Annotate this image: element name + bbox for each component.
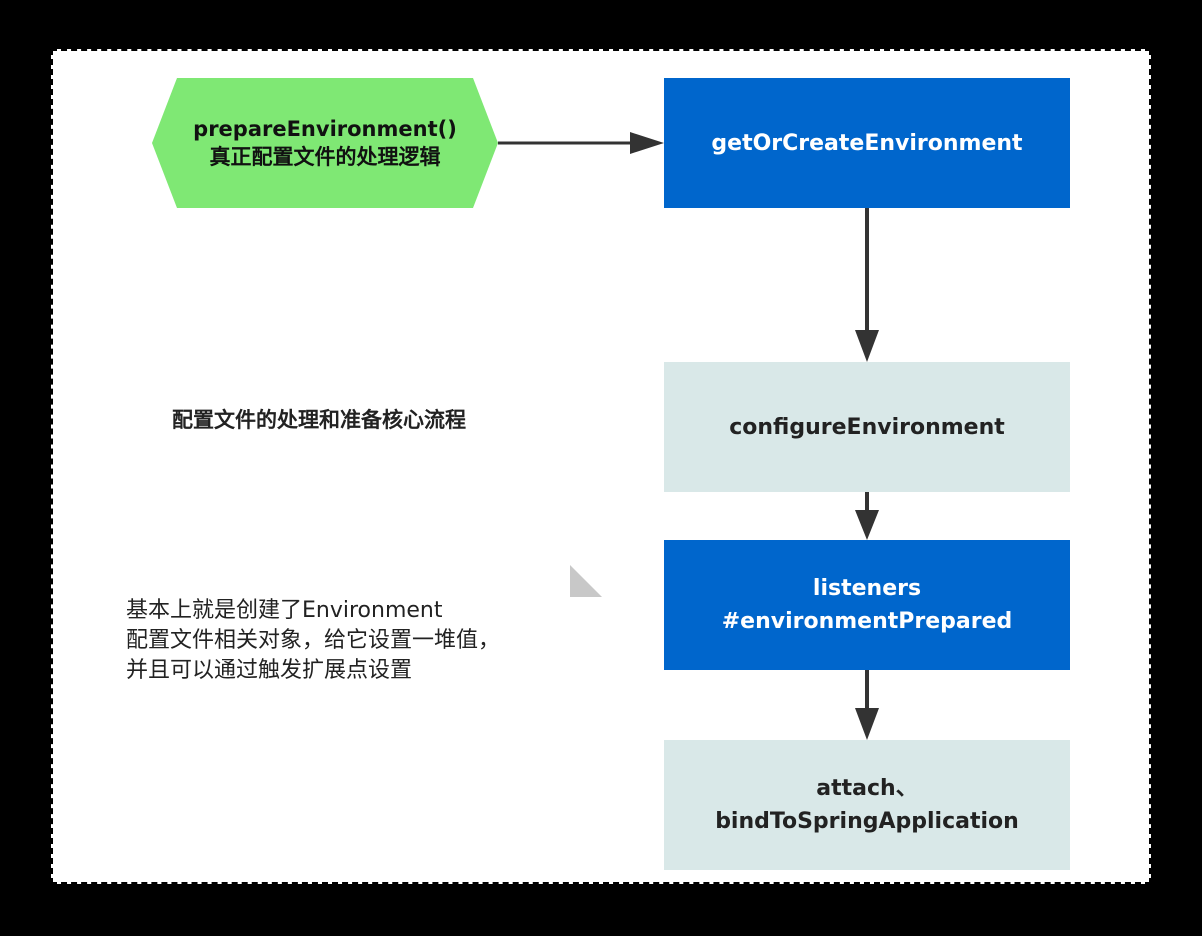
start-node-title: prepareEnvironment() [193, 117, 457, 141]
arrow-listeners-to-attach [855, 670, 879, 740]
step-configure-label: configureEnvironment [729, 414, 1005, 440]
start-node-subtitle: 真正配置文件的处理逻辑 [209, 145, 441, 169]
step-attach-bind: attach、 bindToSpringApplication [664, 740, 1070, 870]
arrow-get-to-configure [855, 208, 879, 362]
arrow-start-to-get [498, 132, 664, 154]
step-listeners-label-line2: #environmentPrepared [721, 609, 1013, 634]
step-attach-label-line2: bindToSpringApplication [715, 809, 1019, 834]
step-listeners-environment-prepared: listeners #environmentPrepared [664, 540, 1070, 670]
start-node: prepareEnvironment() 真正配置文件的处理逻辑 [152, 78, 498, 208]
arrow-configure-to-listeners [855, 492, 879, 540]
diagram-heading: 配置文件的处理和准备核心流程 [172, 408, 466, 432]
step-get-or-create-environment: getOrCreateEnvironment [664, 78, 1070, 208]
note-text: 基本上就是创建了Environment 配置文件相关对象，给它设置一堆值， 并且… [126, 596, 500, 686]
step-configure-environment: configureEnvironment [664, 362, 1070, 492]
note-corner-icon [570, 565, 602, 597]
note-line-1: 基本上就是创建了Environment [126, 598, 443, 623]
step-attach-label-line1: attach、 [816, 776, 918, 801]
start-node-shape [152, 78, 498, 208]
step-listeners-label-line1: listeners [812, 576, 922, 601]
step-get-or-create-label: getOrCreateEnvironment [711, 130, 1023, 156]
note-line-3: 并且可以通过触发扩展点设置 [126, 658, 413, 683]
note-line-2: 配置文件相关对象，给它设置一堆值， [126, 628, 501, 653]
